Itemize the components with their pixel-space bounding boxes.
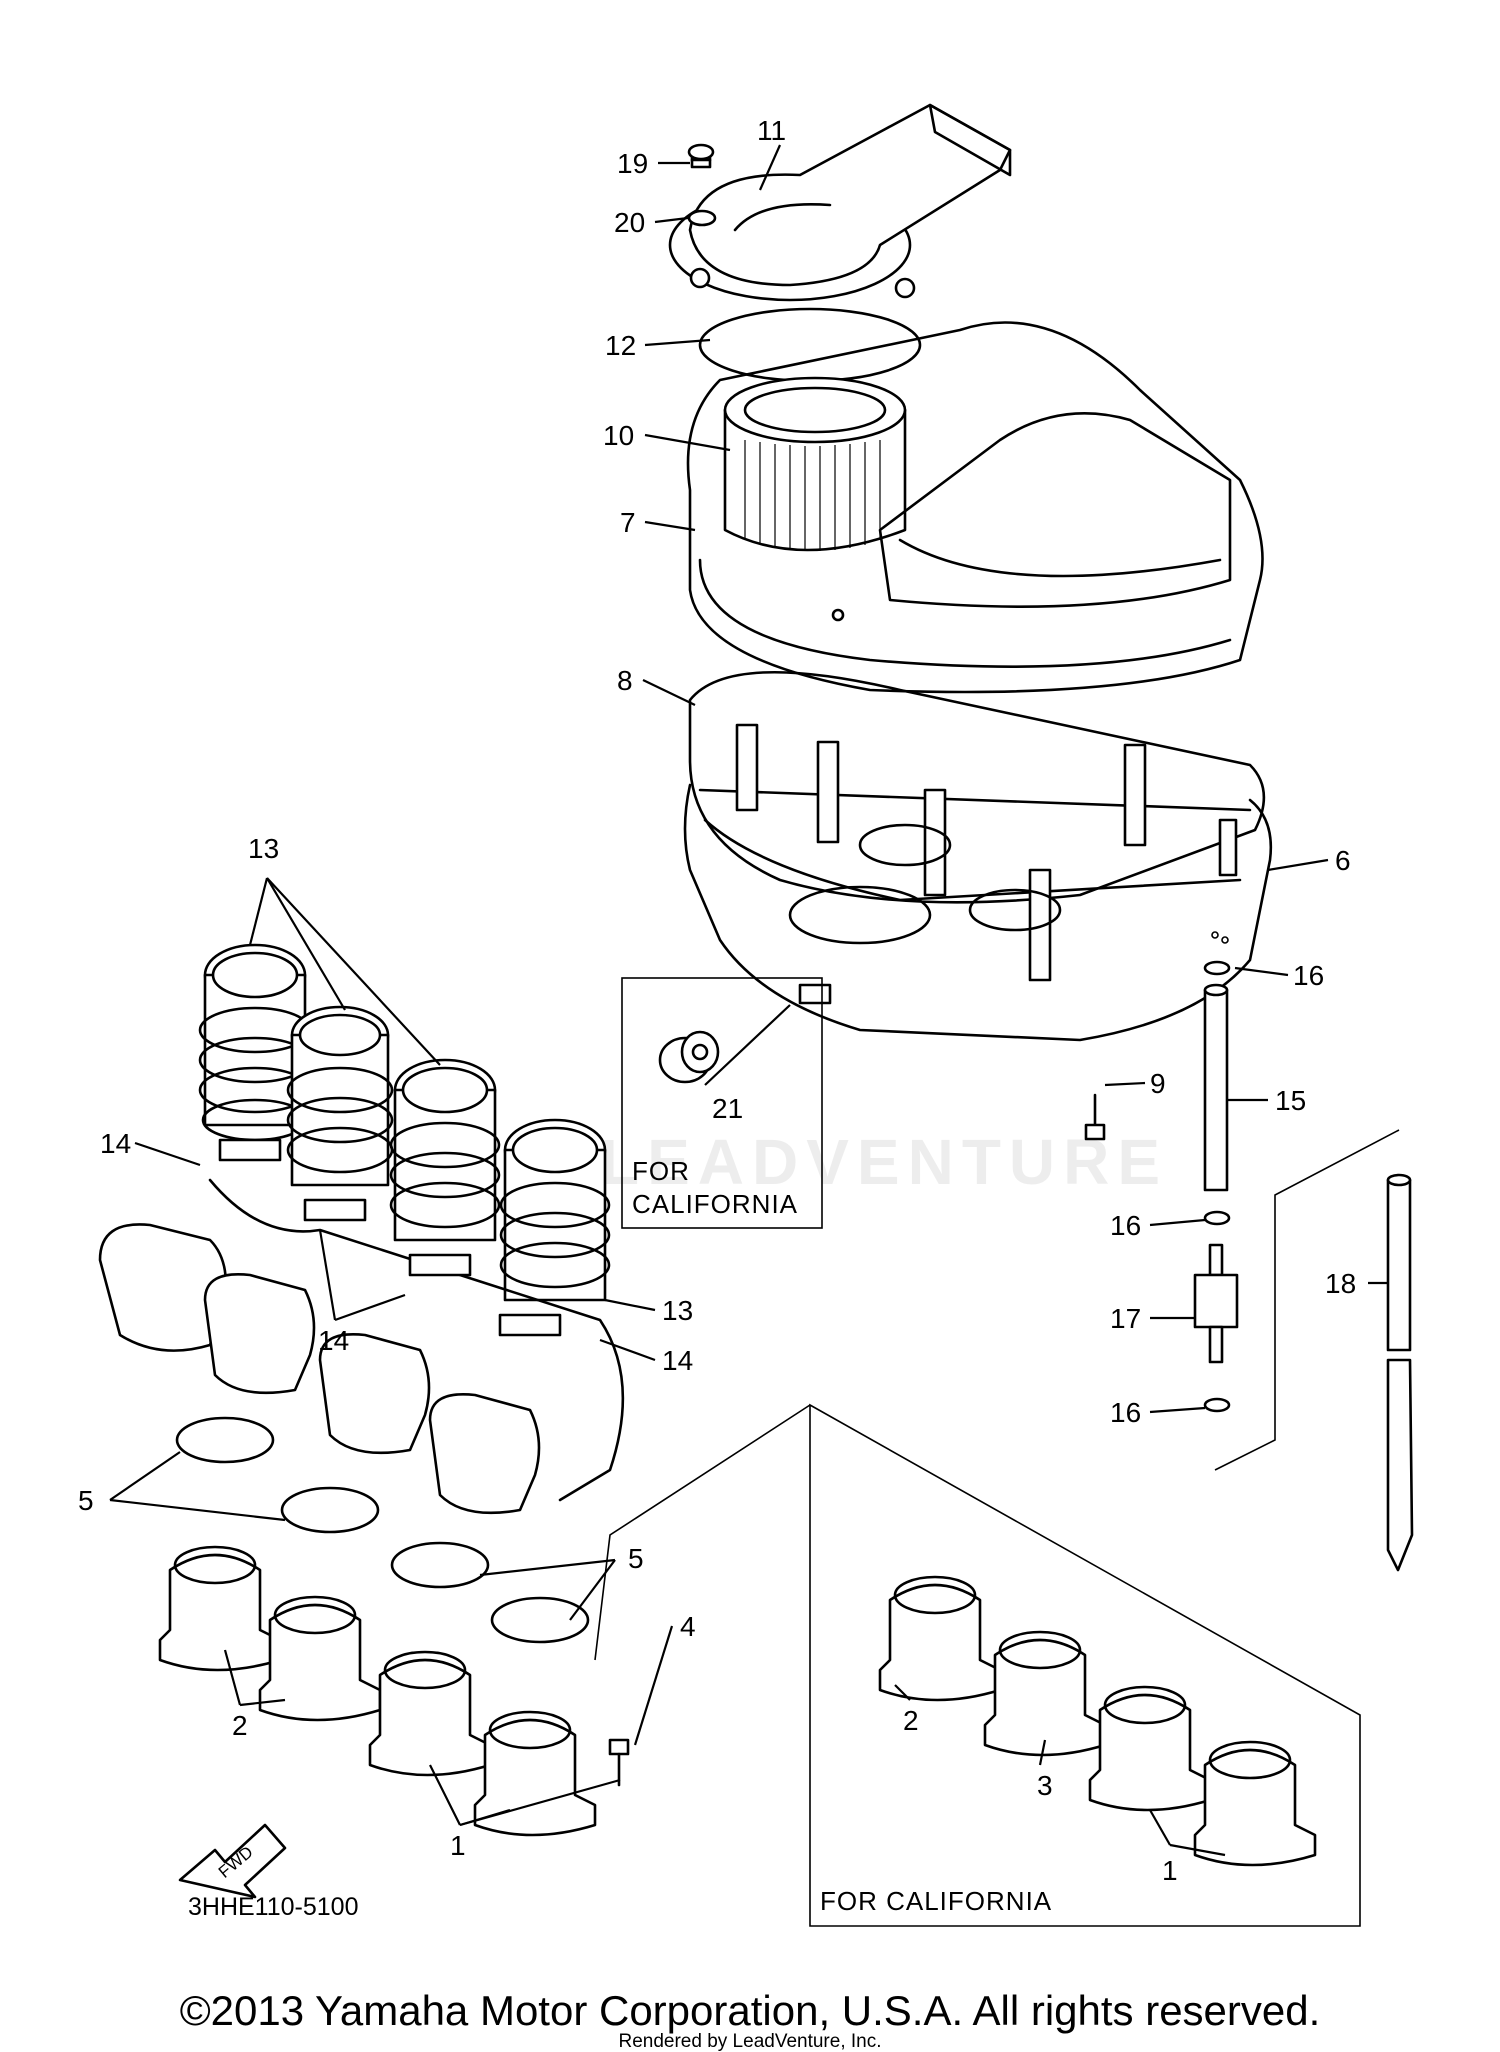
california-label-bottom: FOR CALIFORNIA (820, 1886, 1052, 1916)
part-8-gasket (688, 670, 1266, 904)
callout-1-left: 1 (450, 1830, 466, 1861)
callout-1-box: 1 (1162, 1855, 1178, 1886)
callout-5-right: 5 (628, 1543, 644, 1574)
callout-5-left: 5 (78, 1485, 94, 1516)
callout-11: 11 (757, 115, 786, 146)
leader-lines (109, 144, 1388, 1857)
callout-16-lower: 16 (1110, 1397, 1141, 1428)
callout-2-left: 2 (232, 1710, 248, 1741)
callout-14-center: 14 (318, 1325, 349, 1356)
callout-16-middle: 16 (1110, 1210, 1141, 1241)
diagram-code: 3HHE110-5100 (188, 1893, 358, 1921)
callout-17: 17 (1110, 1303, 1141, 1334)
carburetor-joints-part-1-2 (158, 1545, 597, 1837)
part-17-check-valve (1193, 1243, 1239, 1364)
callout-12: 12 (605, 330, 636, 361)
callout-3-box: 3 (1037, 1770, 1053, 1801)
callout-10: 10 (603, 420, 634, 451)
callout-13-top: 13 (248, 833, 279, 864)
part-5-clamps (175, 1416, 590, 1644)
part-9-screw (1084, 1093, 1106, 1141)
callout-6: 6 (1335, 845, 1351, 876)
callout-13-right: 13 (662, 1295, 693, 1326)
california-box-top: FOR CALIFORNIA (621, 977, 823, 1229)
part-4-screw (608, 1738, 630, 1787)
rendered-by-credit: Rendered by LeadVenture, Inc. (618, 2031, 882, 2052)
watermark: LEADVENTURE (600, 1126, 1169, 1198)
part-6-air-cleaner-case (683, 723, 1273, 1042)
callout-14-left: 14 (100, 1128, 131, 1159)
callout-20: 20 (614, 207, 645, 238)
part-7-air-cleaner-cover (686, 321, 1264, 694)
part-15-pipe (1203, 983, 1229, 1192)
hose-routing-line (1214, 1129, 1400, 1471)
part-10-air-filter-element (723, 376, 907, 552)
callout-4: 4 (680, 1611, 696, 1642)
part-16-clamp-middle (1203, 1210, 1231, 1226)
part-16-clamp-lower (1203, 1397, 1231, 1413)
fwd-arrow-icon: FWD (178, 1823, 287, 1899)
part-19-bolt (687, 143, 715, 169)
callout-7: 7 (620, 507, 636, 538)
callout-16-upper: 16 (1293, 960, 1324, 991)
copyright-notice: ©2013 Yamaha Motor Corporation, U.S.A. A… (179, 1987, 1321, 2034)
carburetor-bodies (98, 1138, 625, 1515)
callout-14-right: 14 (662, 1345, 693, 1376)
callout-21: 21 (712, 1093, 743, 1124)
callout-numbers: 19 20 11 12 10 7 8 6 16 9 15 16 17 16 18… (78, 115, 1356, 1886)
part-18-hose (1386, 1173, 1414, 1572)
callout-9: 9 (1150, 1068, 1166, 1099)
part-20-washer (687, 209, 717, 227)
callout-18: 18 (1325, 1268, 1356, 1299)
california-label-line1: FOR (632, 1156, 690, 1186)
callout-2-box: 2 (903, 1705, 919, 1736)
callout-19: 19 (617, 148, 648, 179)
part-11-intake-duct (668, 103, 1012, 302)
callout-15: 15 (1275, 1085, 1306, 1116)
california-box-bottom: FOR CALIFORNIA (594, 1403, 1361, 1927)
intake-funnels-part-13 (198, 943, 611, 1302)
california-label-line2: CALIFORNIA (632, 1189, 798, 1219)
callout-8: 8 (617, 665, 633, 696)
part-16-clamp-upper (1203, 960, 1231, 976)
